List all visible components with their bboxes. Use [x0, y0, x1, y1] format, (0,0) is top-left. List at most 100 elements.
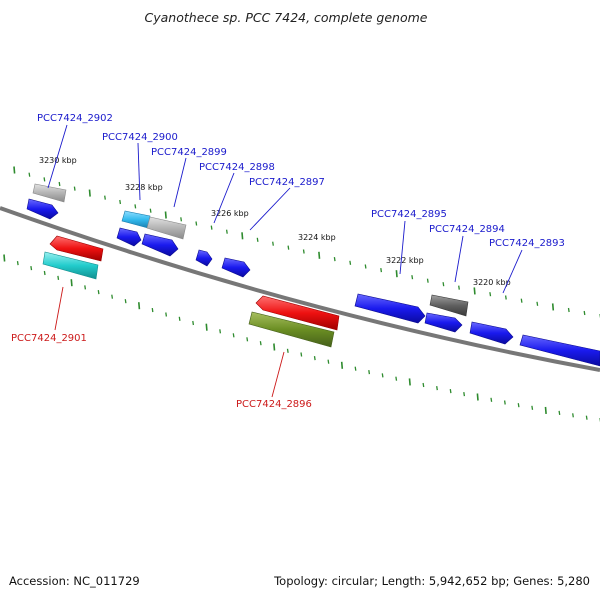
ruler-tick [210, 225, 213, 230]
gene-pcc7424-2897[interactable] [221, 257, 251, 278]
ruler-tick [70, 279, 73, 287]
gene-arrow-blue[interactable] [141, 233, 179, 257]
ruler-tick [16, 261, 19, 266]
gene-pcc7424-2898[interactable] [195, 249, 213, 267]
ruler-tick [340, 361, 344, 369]
ruler-tick [164, 211, 167, 219]
reverse-genes [42, 235, 340, 348]
gene-pcc7424-2896[interactable] [255, 295, 340, 331]
ruler-tick [381, 373, 384, 378]
ruler-tick [43, 270, 46, 276]
ruler-tick [287, 245, 290, 250]
ruler-tick [13, 166, 16, 174]
forward-genes [26, 183, 600, 367]
ruler-tick [318, 251, 321, 259]
ruler-tick [489, 292, 492, 297]
locus-label-2902[interactable]: PCC7424_2902 [37, 113, 113, 124]
ruler-tick [354, 366, 357, 371]
locus-label-2899[interactable]: PCC7424_2899 [151, 147, 227, 158]
ruler-tick [192, 320, 195, 326]
ruler-tick [28, 172, 31, 177]
ruler-tick [232, 333, 235, 338]
ruler-tick [119, 199, 122, 205]
ruler-tick [165, 312, 168, 317]
gene-arrow-blue[interactable] [519, 334, 600, 367]
gene-pcc7424-2896-olive[interactable] [248, 311, 335, 348]
ruler-tick [302, 249, 305, 254]
genome-backbone [0, 206, 600, 372]
ruler-tick [30, 266, 33, 271]
ruler-tick [219, 329, 222, 334]
gene-pcc7424-2901-cyan[interactable] [42, 251, 99, 280]
locus-label-2893[interactable]: PCC7424_2893 [489, 238, 565, 249]
gene-arrow-blue[interactable] [116, 227, 142, 247]
ruler-tick [149, 208, 152, 213]
ruler-tick [551, 303, 555, 311]
accession-text: Accession: NC_011729 [9, 574, 140, 588]
ruler-tick [58, 181, 61, 187]
ruler-tick [558, 410, 561, 415]
gene-pcc7424-2895[interactable] [354, 293, 426, 324]
ruler-tick [178, 316, 181, 321]
position-label: 3220 kbp [473, 278, 511, 287]
ruler-tick [313, 356, 316, 361]
gene-pcc7424-2894[interactable] [429, 294, 469, 317]
position-label: 3230 kbp [39, 156, 77, 165]
locus-label-2900[interactable]: PCC7424_2900 [102, 132, 178, 143]
position-label: 3222 kbp [386, 256, 424, 265]
ruler-tick [473, 287, 476, 295]
locus-label-2895[interactable]: PCC7424_2895 [371, 209, 447, 220]
locus-label-2898[interactable]: PCC7424_2898 [199, 162, 275, 173]
ruler-tick [57, 275, 60, 280]
ruler-tick [395, 376, 398, 381]
ruler-tick [273, 343, 276, 351]
inner-tick-ruler [3, 254, 600, 423]
ruler-tick [241, 232, 244, 240]
ruler-tick [151, 308, 154, 313]
ruler-tick [520, 298, 523, 303]
position-label: 3228 kbp [125, 183, 163, 192]
ruler-tick [436, 386, 438, 391]
gene-pcc7424-2893[interactable] [469, 321, 514, 345]
ruler-tick [195, 221, 198, 226]
ruler-tick [134, 204, 137, 209]
ruler-tick [300, 352, 303, 357]
ruler-tick [368, 370, 371, 375]
gene-arrow-blue[interactable] [26, 198, 59, 220]
ruler-tick [426, 278, 429, 283]
ruler-tick [380, 268, 383, 273]
locus-labels: PCC7424_2902 PCC7424_2900 PCC7424_2899 P… [11, 113, 565, 410]
ruler-tick [138, 302, 141, 310]
gene-pcc7424-2902[interactable] [32, 183, 67, 203]
ruler-tick [585, 415, 588, 420]
ruler-tick [504, 295, 507, 300]
ruler-tick [88, 189, 91, 197]
gene-arrow-blue[interactable] [424, 312, 463, 333]
ruler-tick [349, 260, 352, 265]
gene-pcc7424-2899[interactable] [146, 216, 187, 240]
ruler-tick [111, 294, 114, 299]
ruler-tick [84, 285, 87, 290]
label-leaders [47, 124, 523, 398]
locus-label-2901[interactable]: PCC7424_2901 [11, 333, 87, 344]
ruler-tick [422, 382, 425, 388]
gene-pcc7424-2900[interactable] [121, 210, 151, 229]
ruler-tick [259, 341, 262, 346]
ruler-tick [536, 301, 539, 306]
locus-label-2897[interactable]: PCC7424_2897 [249, 177, 325, 188]
ruler-tick [458, 285, 460, 290]
ruler-tick [124, 299, 127, 304]
ruler-tick [327, 359, 330, 364]
ruler-tick [205, 323, 208, 331]
ruler-tick [583, 310, 586, 316]
ruler-tick [411, 275, 414, 280]
ruler-tick [490, 397, 493, 402]
gene-pcc7424-2901[interactable] [49, 235, 104, 262]
locus-label-2894[interactable]: PCC7424_2894 [429, 224, 505, 235]
ruler-tick [449, 389, 452, 394]
ruler-tick [503, 400, 506, 405]
locus-label-2896[interactable]: PCC7424_2896 [236, 399, 312, 410]
ruler-tick [43, 177, 46, 182]
ruler-tick [225, 229, 228, 234]
